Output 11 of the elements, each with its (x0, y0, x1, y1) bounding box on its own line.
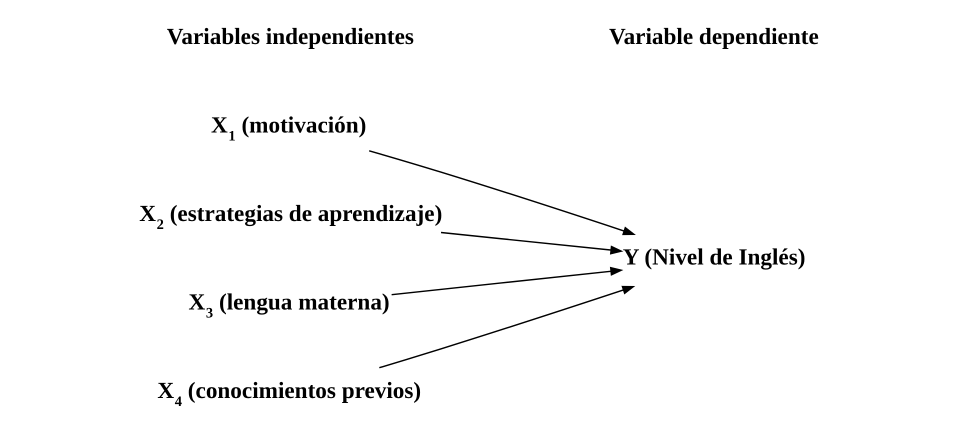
node-text: X$_{3}$ (lengua materna) (188, 289, 390, 322)
node-text: X$_{1}$ (motivación) (210, 112, 366, 145)
arrow (368, 150, 636, 236)
label: Variables independientes (166, 24, 414, 50)
arrow (378, 286, 635, 368)
node-text: X$_{4}$ (conocimientos previos) (156, 378, 421, 410)
arrow (440, 232, 623, 255)
label: Variable dependiente (608, 24, 818, 50)
arrow (391, 266, 623, 296)
node-text: X$_{2}$ (estrategias de aprendizaje) (138, 201, 442, 234)
node-text: Y (Nivel de Inglés) (622, 244, 805, 271)
